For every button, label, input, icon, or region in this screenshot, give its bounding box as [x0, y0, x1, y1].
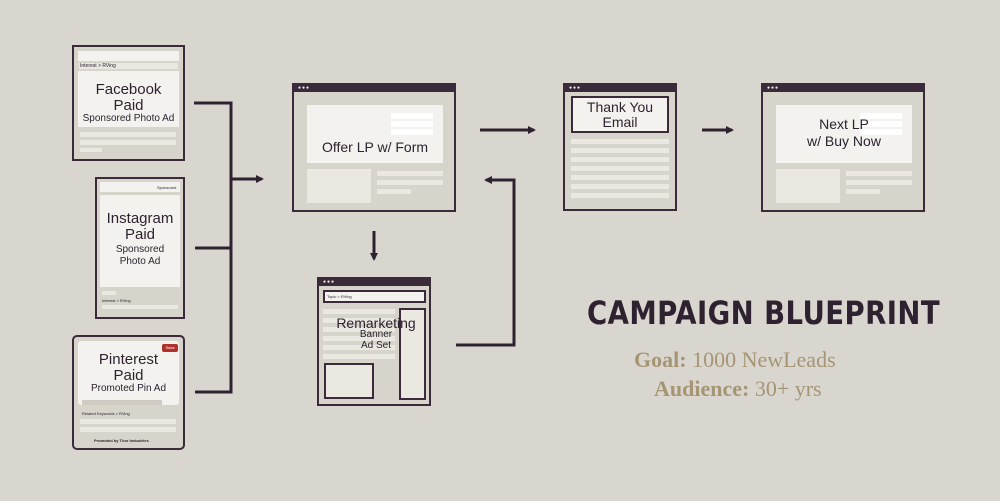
pinterest-ad-card: Save Pinterest Paid Promoted Pin Ad Rela… [72, 335, 185, 450]
remarketing-tag: Topic > RVing [327, 294, 352, 299]
facebook-title-line2: Paid [113, 97, 144, 114]
remarketing-banner-skyscraper [399, 308, 426, 400]
offer-lp-image [307, 169, 371, 203]
thank-you-title: Thank You [586, 99, 654, 115]
form-field [860, 113, 902, 119]
text-line [323, 354, 395, 359]
instagram-text-line [102, 305, 178, 309]
remarketing-title: Remarketing [336, 315, 416, 331]
window-titlebar: ●●● [294, 85, 454, 92]
text-line [846, 189, 880, 194]
thank-you-email-window: ●●● Thank You Email [563, 83, 677, 211]
text-line [323, 318, 395, 323]
text-line [571, 184, 669, 189]
pinterest-title: Pinterest [98, 351, 159, 368]
instagram-sponsored: Sponsored [157, 185, 177, 190]
instagram-action-icons [102, 291, 116, 295]
facebook-header-bar [78, 51, 179, 61]
facebook-subtitle: Sponsored Photo Ad [82, 113, 175, 124]
text-line [571, 148, 669, 153]
remarketing-banner-square [324, 363, 374, 399]
next-lp-window: ●●● Next LP w/ Buy Now [761, 83, 925, 212]
goal-line: Goal: 1000 NewLeads [634, 347, 836, 373]
next-lp-title: Next LP [819, 116, 869, 132]
text-line [323, 309, 395, 314]
pinterest-text-line [80, 427, 176, 432]
pinterest-promoted: Promoted by Thor Industries [94, 438, 149, 443]
form-field [391, 113, 433, 119]
window-titlebar: ●●● [565, 85, 675, 92]
instagram-tag: Interest > RVing [102, 298, 131, 303]
pinterest-text-line [82, 400, 162, 405]
instagram-subtitle: Sponsored [115, 244, 165, 255]
text-line [846, 180, 912, 185]
facebook-tag: Interest > RVing [80, 63, 116, 69]
goal-label: Goal: [634, 347, 687, 372]
next-lp-image [776, 169, 840, 203]
pinterest-title-line2: Paid [113, 367, 144, 384]
remarketing-line2: Banner [359, 329, 393, 340]
form-field [391, 129, 433, 135]
offer-lp-window: ●●● Offer LP w/ Form [292, 83, 456, 212]
facebook-text-line [80, 148, 102, 152]
instagram-image [100, 195, 180, 287]
text-line [323, 327, 395, 332]
audience-label: Audience: [654, 376, 750, 401]
facebook-image [78, 71, 179, 127]
offer-lp-title: Offer LP w/ Form [321, 139, 429, 155]
connector-remarketing-to-offer [456, 176, 516, 347]
audience-line: Audience: 30+ yrs [654, 376, 822, 402]
facebook-title: Facebook [95, 81, 162, 98]
facebook-text-line [80, 140, 176, 145]
text-line [571, 157, 669, 162]
facebook-text-line [80, 132, 176, 137]
text-line [323, 336, 395, 341]
window-titlebar: ●●● [319, 279, 429, 286]
form-field [860, 121, 902, 127]
window-dots-icon: ●●● [323, 279, 336, 285]
facebook-tag-bar [79, 63, 178, 69]
remarketing-line3: Ad Set [360, 340, 392, 351]
text-line [377, 180, 443, 185]
pinterest-tag: Related Keywords > RVing [82, 411, 130, 416]
thank-you-title-line2: Email [602, 114, 638, 130]
audience-value: 30+ yrs [754, 376, 822, 401]
facebook-ad-card: Interest > RVing Facebook Paid Sponsored… [72, 45, 185, 161]
form-field [391, 121, 433, 127]
window-titlebar: ●●● [763, 85, 923, 92]
goal-value: 1000 NewLeads [692, 347, 836, 372]
text-line [323, 345, 395, 350]
email-header-box [571, 96, 669, 133]
window-dots-icon: ●●● [569, 85, 582, 91]
text-line [846, 171, 912, 176]
instagram-title-line2: Paid [124, 226, 156, 243]
next-lp-title-line2: w/ Buy Now [807, 133, 881, 149]
instagram-header-bar [100, 182, 180, 192]
remarketing-window: ●●● Topic > RVing Remarketing Banner Ad … [317, 277, 431, 406]
remarketing-topic-bar [323, 290, 426, 303]
text-line [377, 171, 443, 176]
form-field [860, 129, 902, 135]
pinterest-subtitle: Promoted Pin Ad [90, 383, 167, 394]
pinterest-text-line [80, 419, 176, 424]
window-dots-icon: ●●● [767, 85, 780, 91]
blueprint-heading: CAMPAIGN BLUEPRINT [587, 294, 941, 332]
text-line [571, 139, 669, 144]
text-line [571, 166, 669, 171]
instagram-subtitle-line2: Photo Ad [119, 256, 161, 267]
instagram-title: Instagram [106, 210, 174, 227]
window-dots-icon: ●●● [298, 85, 311, 91]
instagram-ad-card: Sponsored Instagram Paid Sponsored Photo… [95, 177, 185, 319]
text-line [571, 193, 669, 198]
text-line [571, 175, 669, 180]
text-line [377, 189, 411, 194]
pinterest-save-button[interactable]: Save [162, 344, 178, 352]
